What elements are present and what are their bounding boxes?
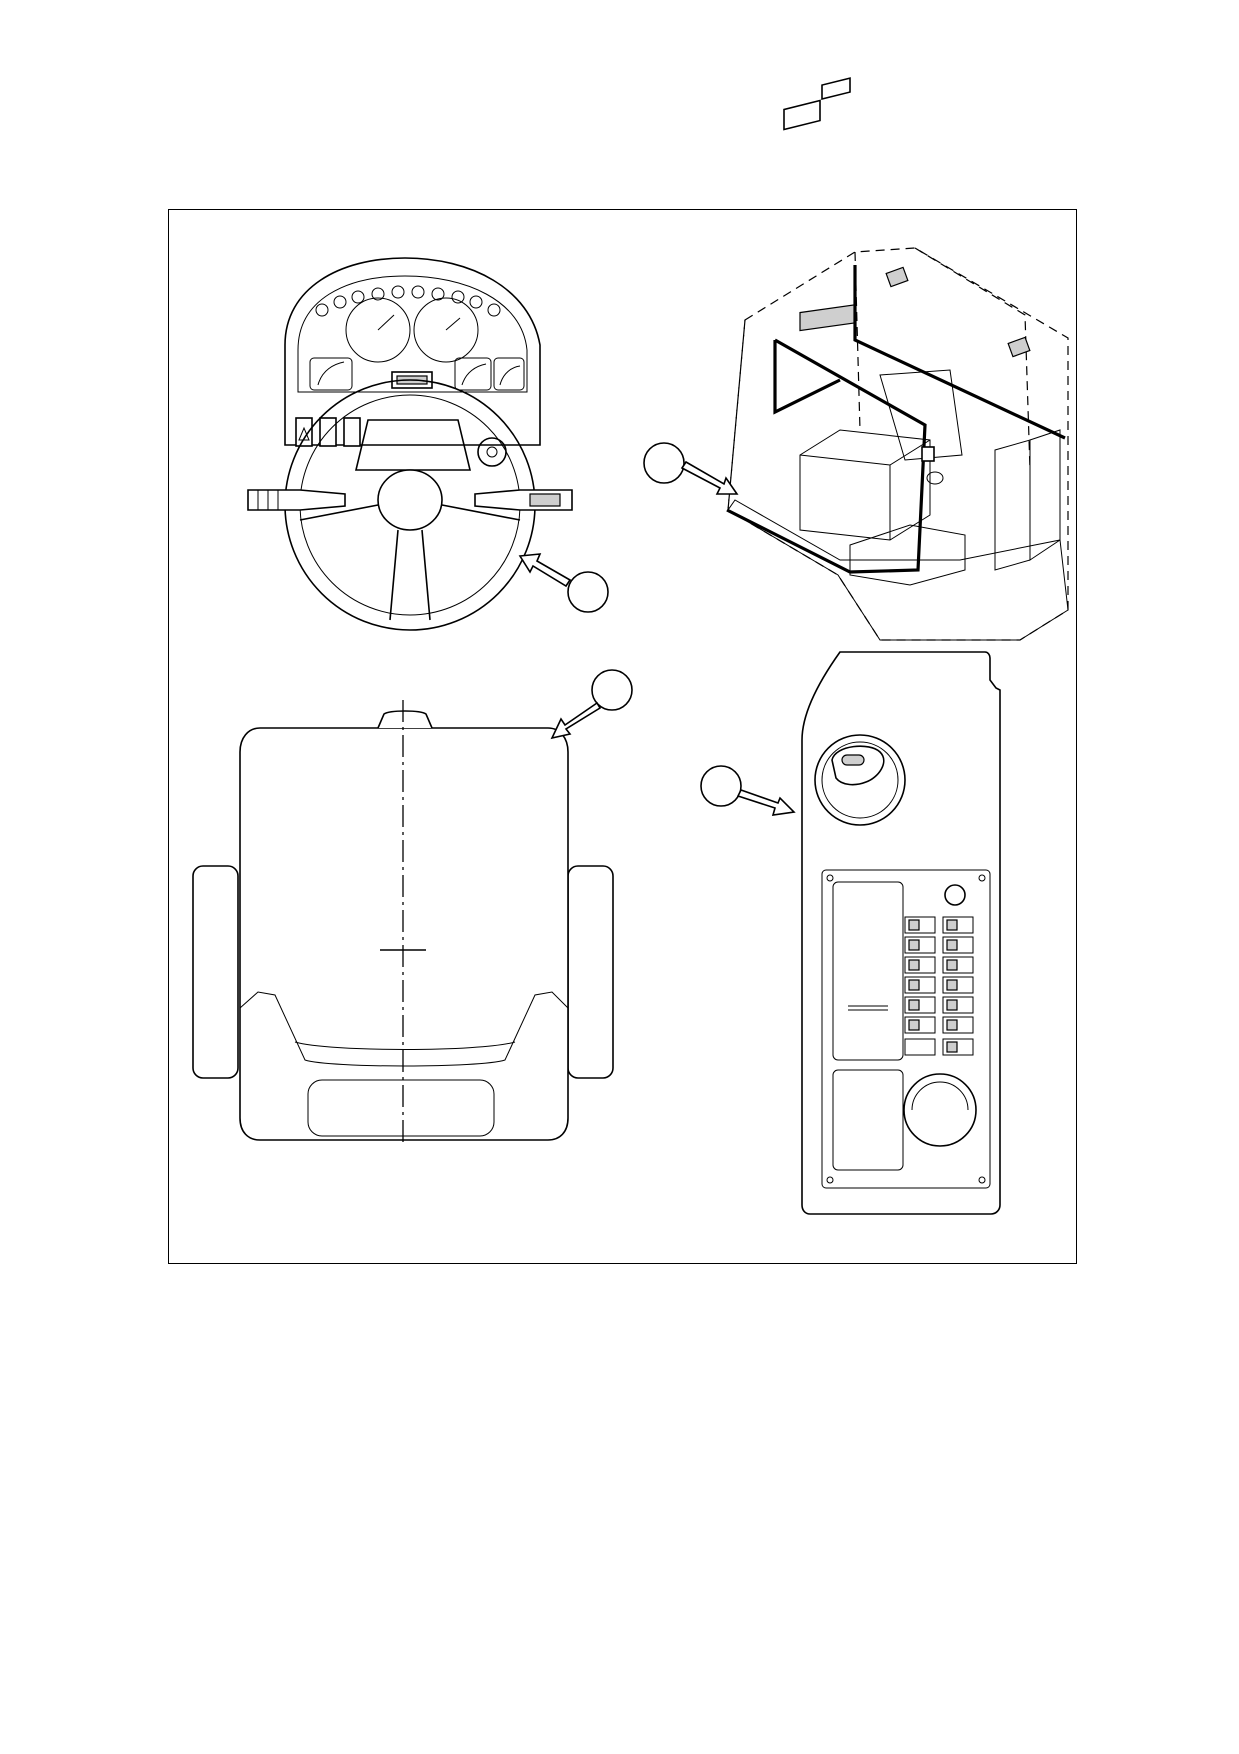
wiring-harness: [726, 265, 1066, 574]
callout-cab-wiring: [643, 442, 739, 495]
cab-wiring-panel: [726, 77, 1069, 641]
side-console-panel: [801, 651, 1001, 1215]
steering-column-cover: [354, 419, 472, 471]
side-console-outline: [801, 651, 1001, 1215]
cab-bracket: [921, 446, 935, 462]
oil-gauge: [493, 357, 525, 391]
joystick-boot: [814, 734, 906, 826]
callout-dashboard: [518, 553, 609, 613]
figure-frame: [168, 209, 1077, 1264]
seat-headrest: [377, 710, 433, 729]
blank-cover-lower: [832, 1069, 904, 1171]
seat-left-bolster: [192, 865, 239, 1079]
cab-floor: [727, 499, 1069, 641]
switch-plate: [821, 869, 991, 1189]
speedometer-dial: [345, 297, 411, 363]
rocker-switch-grid: [904, 916, 974, 1056]
cab-speaker-right: [1007, 336, 1031, 358]
cab-speaker-left: [885, 266, 909, 288]
junction-box: [821, 77, 851, 101]
left-control-stalk: [247, 489, 346, 511]
steering-wheel-hub: [377, 469, 443, 531]
seat-right-bolster: [567, 865, 614, 1079]
cab-console: [799, 429, 931, 541]
blank-cover-upper: [832, 881, 904, 1061]
dashboard-panel: [247, 257, 573, 631]
rotary-knob: [903, 1073, 977, 1147]
tachometer-dial: [413, 297, 479, 363]
ac-switch: [343, 417, 361, 447]
fuel-gauge: [309, 357, 353, 391]
callout-side-console: [700, 765, 796, 816]
instrument-cluster-hood: [284, 257, 541, 446]
radio-unit: [783, 99, 821, 131]
seat-top-view-panel: [192, 700, 614, 1145]
seat-cushion-contour: [239, 991, 569, 1067]
warning-lamp-row: [315, 285, 501, 317]
callout-seat: [550, 669, 633, 740]
brand-logo: [944, 884, 966, 906]
instrument-cluster-inner: [297, 275, 528, 393]
temp-gauge: [454, 357, 492, 391]
cab-seat: [879, 369, 963, 461]
hazard-switch: [295, 417, 313, 447]
seat-body: [239, 727, 569, 1141]
ignition-switch: [477, 437, 507, 467]
seat-front-pad: [307, 1079, 495, 1137]
